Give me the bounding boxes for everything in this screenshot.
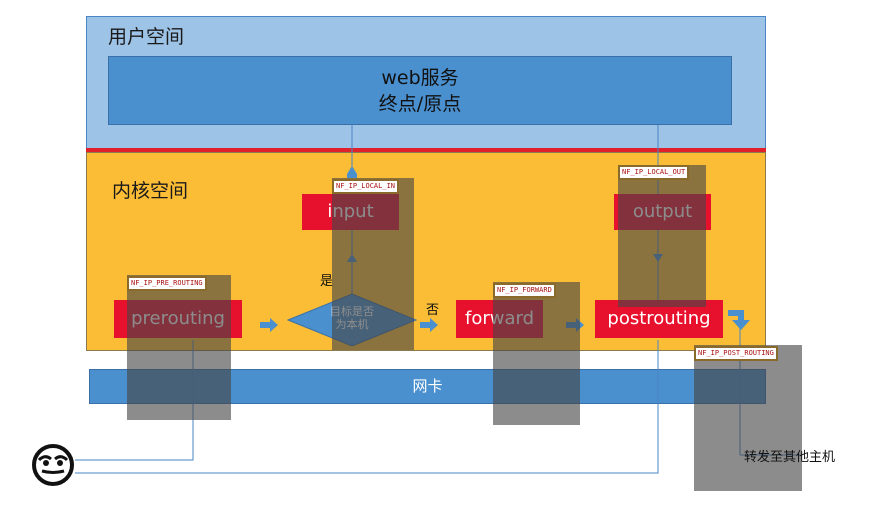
kernel-space-title: 内核空间 [112, 180, 189, 202]
local-out-hook-overlay [618, 165, 706, 307]
hook-pre-routing-label: NF_IP_PRE_ROUTING [127, 276, 207, 291]
decision-no-label: 否 [426, 303, 440, 318]
endpoint-label: 终点/原点 [378, 93, 462, 115]
post-routing-hook-overlay [694, 345, 802, 491]
web-service-box: web服务 终点/原点 [108, 56, 732, 125]
hook-post-routing-label: NF_IP_POST_ROUTING [694, 346, 778, 361]
arrow-decision-to-forward [420, 318, 438, 332]
postrouting-to-host-line [75, 340, 659, 474]
user-space-title: 用户空间 [108, 26, 185, 48]
arrow-input-up [347, 166, 357, 178]
local-in-hook-overlay [332, 178, 414, 350]
hook-local-in-label: NF_IP_LOCAL_IN [332, 179, 400, 194]
user-face-icon [32, 444, 74, 486]
arrow-postrouting-out [728, 310, 750, 330]
pre-routing-hook-overlay [127, 275, 231, 420]
decision-yes-label: 是 [320, 274, 334, 289]
hook-forward-label: NF_IP_FORWARD [493, 283, 556, 298]
user-kernel-divider [86, 148, 766, 152]
hook-local-out-label: NF_IP_LOCAL_OUT [618, 165, 690, 180]
web-service-label: web服务 [381, 67, 459, 89]
forward-other-host-label: 转发至其他主机 [744, 450, 836, 465]
forward-hook-overlay [493, 282, 580, 425]
arrow-prerouting-to-decision [260, 318, 278, 332]
